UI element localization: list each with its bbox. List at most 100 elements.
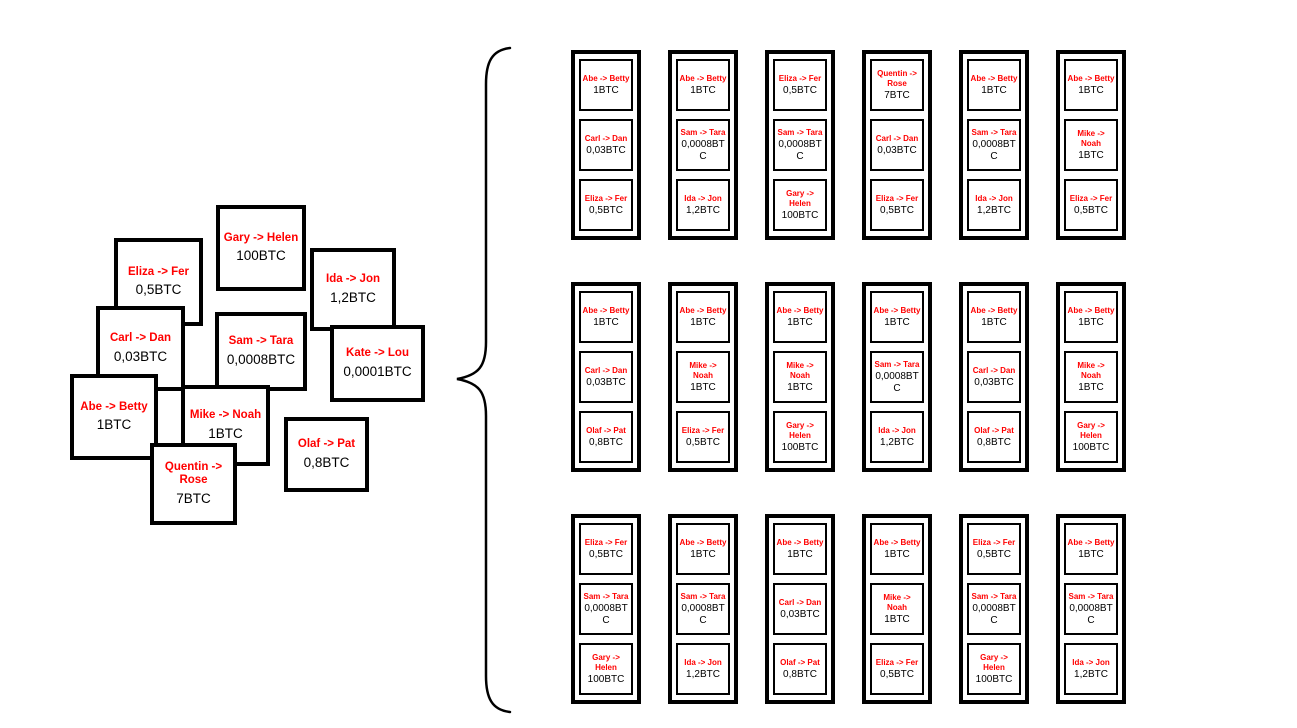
transaction-parties: Gary -> Helen [786, 188, 814, 208]
transaction-amount: 1BTC [1078, 381, 1104, 393]
transaction-amount: 1BTC [593, 84, 619, 96]
transaction-amount: 1BTC [981, 84, 1007, 96]
transaction-amount: 100BTC [587, 673, 625, 685]
transaction-amount: 0,0008BTC [681, 139, 725, 162]
transaction-parties: Ida -> Jon [1072, 657, 1110, 667]
transaction-parties: Carl -> Dan [875, 133, 919, 143]
transaction-amount: 0,8BTC [589, 436, 623, 448]
transaction-parties: Olaf -> Pat [297, 438, 356, 451]
transaction-amount: 1BTC [1078, 316, 1104, 328]
transaction-amount: 0,5BTC [589, 548, 623, 560]
transaction-parties: Abe -> Betty [582, 305, 630, 315]
transaction-amount: 1,2BTC [686, 668, 720, 680]
transaction-parties: Ida -> Jon [878, 425, 916, 435]
transaction-amount: 1BTC [690, 548, 716, 560]
transaction-parties: Abe -> Betty [873, 537, 921, 547]
transaction-amount: 0,5BTC [589, 204, 623, 216]
transaction-amount: 0,5BTC [880, 204, 914, 216]
transaction-amount: 0,5BTC [783, 84, 817, 96]
transaction-parties: Ida -> Jon [684, 657, 722, 667]
transaction-parties: Sam -> Tara [1068, 592, 1114, 601]
transaction-amount: 0,03BTC [877, 144, 917, 156]
transaction-amount: 0,03BTC [586, 144, 626, 156]
transaction-amount: 0,03BTC [780, 608, 820, 620]
transaction-amount: 1,2BTC [977, 204, 1011, 216]
transaction-parties: Sam -> Tara [583, 592, 629, 601]
transaction-parties: Mike -> Noah [1077, 128, 1105, 148]
transaction-parties: Olaf -> Pat [780, 657, 820, 667]
transaction-parties: Eliza -> Fer [584, 193, 628, 203]
transaction-parties: Carl -> Dan [584, 133, 628, 143]
transaction-amount: 1BTC [690, 316, 716, 328]
transaction-parties: Olaf -> Pat [586, 425, 626, 435]
transaction-amount: 100BTC [781, 441, 819, 453]
transaction-amount: 1,2BTC [686, 204, 720, 216]
transaction-parties: Mike -> Noah [883, 592, 911, 612]
transaction-parties: Mike -> Noah [689, 360, 717, 380]
transaction-parties: Carl -> Dan [972, 365, 1016, 375]
transaction-parties: Eliza -> Fer [584, 537, 628, 547]
transaction-amount: 100BTC [975, 673, 1013, 685]
transaction-amount: 1BTC [787, 381, 813, 393]
transaction-parties: Gary -> Helen [1077, 420, 1105, 440]
transaction-parties: Eliza -> Fer [972, 537, 1016, 547]
transaction-amount: 1BTC [593, 316, 619, 328]
transaction-parties: Ida -> Jon [975, 193, 1013, 203]
transaction-parties: Mike -> Noah [1077, 360, 1105, 380]
transaction-parties: Abe -> Betty [80, 400, 148, 413]
transaction-amount: 1BTC [1078, 149, 1104, 161]
transaction-parties: Abe -> Betty [679, 305, 727, 315]
transaction-amount: 1BTC [884, 316, 910, 328]
transaction-amount: 0,8BTC [303, 454, 350, 470]
transaction-parties: Abe -> Betty [679, 73, 727, 83]
transaction-amount: 0,8BTC [977, 436, 1011, 448]
transaction-parties: Carl -> Dan [584, 365, 628, 375]
transaction-amount: 0,03BTC [113, 348, 168, 364]
transaction-amount: 0,0008BTC [1069, 603, 1113, 626]
transaction-amount: 1,2BTC [1074, 668, 1108, 680]
transaction-parties: Abe -> Betty [582, 73, 630, 83]
transaction-amount: 0,5BTC [135, 282, 182, 298]
transaction-parties: Carl -> Dan [778, 597, 822, 607]
